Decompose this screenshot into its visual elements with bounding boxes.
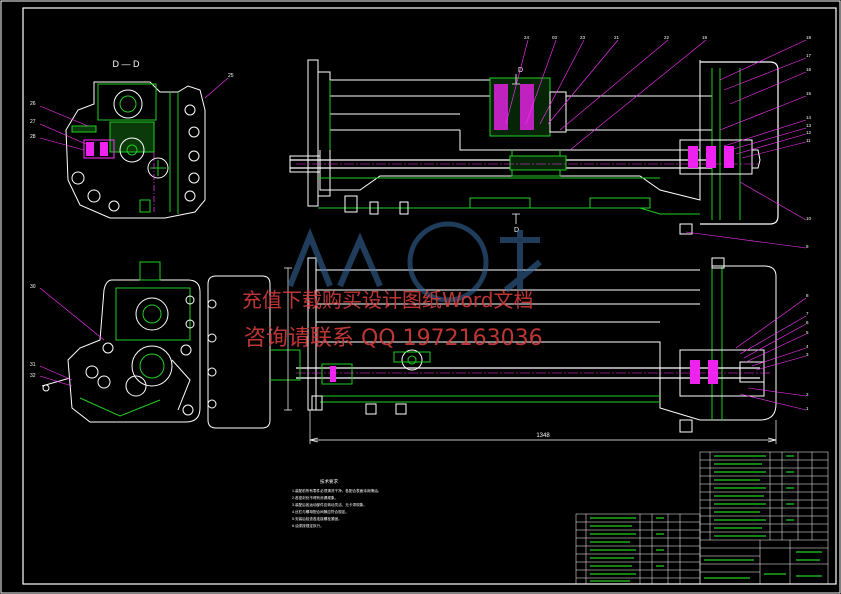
callout-24: 24	[524, 35, 530, 40]
callout-14: 14	[806, 115, 812, 120]
callout-7: 7	[806, 311, 809, 316]
callout-2: 2	[806, 392, 809, 397]
callout-3: 3	[806, 352, 809, 357]
callout-11: 11	[806, 138, 811, 143]
tech-requirement-5: 5.安装后检查各连接螺栓紧固。	[292, 516, 342, 521]
lower-left-callouts	[39, 287, 105, 387]
callout-17: 17	[806, 53, 812, 58]
callout-19: 19	[702, 35, 708, 40]
dimension-length: 1348	[536, 433, 550, 439]
tech-requirement-4: 4.丝杠与螺母配合间隙应符合规定。	[292, 509, 349, 514]
callout-26: 26	[30, 101, 36, 107]
tech-requirements-title: 技术要求	[320, 478, 338, 485]
callout-8: 8	[806, 293, 809, 298]
lower-front-view	[270, 257, 777, 433]
callout-12: 12	[806, 130, 812, 135]
inner-border	[22, 7, 837, 585]
section-view-dd: D — D	[65, 59, 206, 219]
callout-9: 9	[806, 244, 809, 249]
callout-4: 4	[806, 344, 809, 349]
callout-28: 28	[30, 134, 36, 140]
callout-5: 5	[806, 330, 809, 335]
callout-21: 21	[614, 35, 620, 40]
callout-6: 6	[806, 320, 809, 325]
tech-requirement-6: 6.油漆按规定执行。	[292, 523, 324, 528]
watermark-line-2: 咨询请联系 QQ 1972163036	[244, 326, 543, 351]
parts-list-right	[699, 451, 829, 585]
section-markers	[512, 74, 520, 224]
callout-22: 22	[664, 35, 670, 40]
watermark-line-1: 充值下载购买设计图纸Word文档	[242, 288, 534, 312]
callout-13: 13	[806, 123, 812, 128]
callout-10: 10	[806, 216, 812, 221]
callout-25: 25	[228, 73, 234, 79]
callout-18: 18	[806, 35, 812, 40]
left-section-callouts	[39, 77, 229, 151]
tech-requirement-1: 1.装配前所有零件必须清洗干净，各配合表面涂润滑油。	[292, 488, 381, 493]
top-main-view	[289, 59, 779, 235]
callout-1: 1	[806, 406, 809, 411]
top-view-callouts	[505, 39, 807, 249]
front-view-callouts	[735, 297, 807, 411]
callout-30: 30	[30, 284, 36, 290]
callout-31: 31	[30, 362, 36, 368]
callout-16: 16	[806, 67, 812, 72]
length-dimension	[284, 267, 777, 444]
callout-23: 23	[580, 35, 586, 40]
callout-15: 15	[806, 91, 812, 96]
callout-27: 27	[30, 119, 36, 125]
callout-32: 32	[30, 373, 36, 379]
parts-list-right-entries	[704, 455, 822, 579]
tech-requirements: 技术要求 1.装配前所有零件必须清洗干净，各配合表面涂润滑油。 2.各密封处不得…	[292, 478, 381, 528]
section-marker-upper: D	[518, 67, 523, 74]
section-label: D — D	[113, 59, 141, 69]
lower-left-end-view	[41, 261, 271, 429]
tech-requirement-3: 3.装配后各运动部件应转动灵活，无卡滞现象。	[292, 502, 367, 507]
callout-03: 03	[552, 35, 558, 40]
parts-list-left-entries	[590, 517, 664, 582]
watermark-logo	[287, 221, 542, 303]
section-marker-lower: D	[514, 227, 519, 234]
tech-requirement-2: 2.各密封处不得有渗漏现象。	[292, 495, 338, 500]
